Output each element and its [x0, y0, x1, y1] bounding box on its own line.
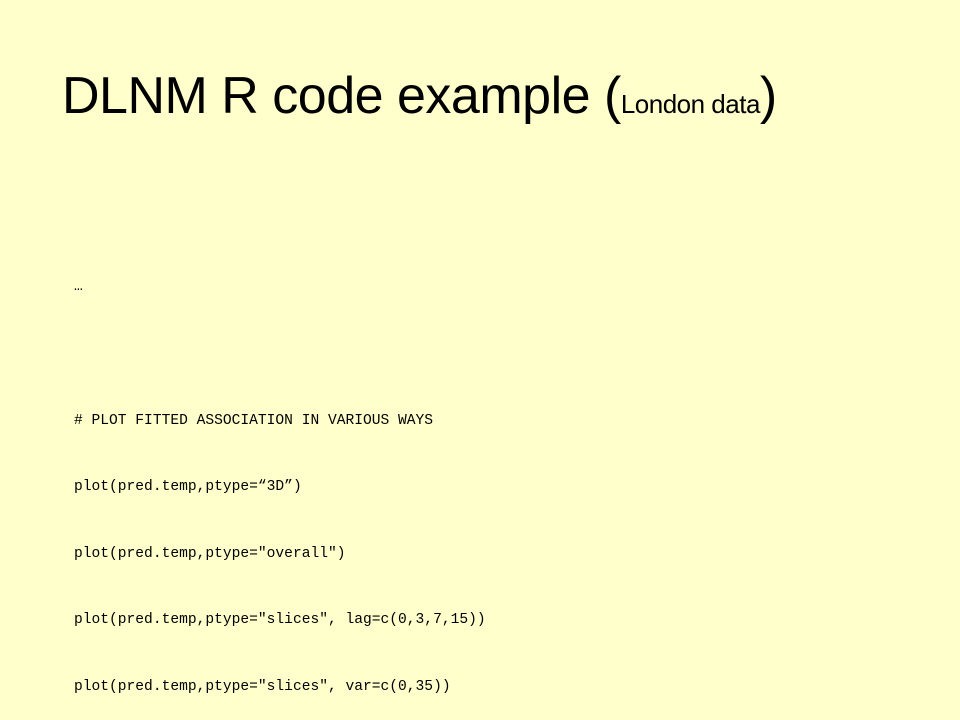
slide-title: DLNM R code example (London data): [62, 60, 777, 140]
code-line-plot-overall: plot(pred.temp,ptype="overall"): [74, 545, 346, 562]
code-line-plot-3d: plot(pred.temp,ptype=“3D”): [74, 479, 302, 496]
title-main-text: DLNM R code example: [62, 67, 604, 125]
code-line-plot-slices-var: plot(pred.temp,ptype="slices", var=c(0,3…: [74, 679, 451, 696]
code-line-ellipsis: …: [74, 279, 83, 296]
code-line-comment: # PLOT FITTED ASSOCIATION IN VARIOUS WAY…: [74, 412, 434, 429]
code-line-blank: [74, 343, 486, 365]
code-block: … # PLOT FITTED ASSOCIATION IN VARIOUS W…: [74, 232, 486, 720]
code-line-plot-slices-lag: plot(pred.temp,ptype="slices", lag=c(0,3…: [74, 612, 486, 629]
title-close-paren: ): [759, 67, 777, 125]
title-open-paren: (: [604, 67, 621, 125]
title-subtext: London data: [620, 89, 761, 119]
